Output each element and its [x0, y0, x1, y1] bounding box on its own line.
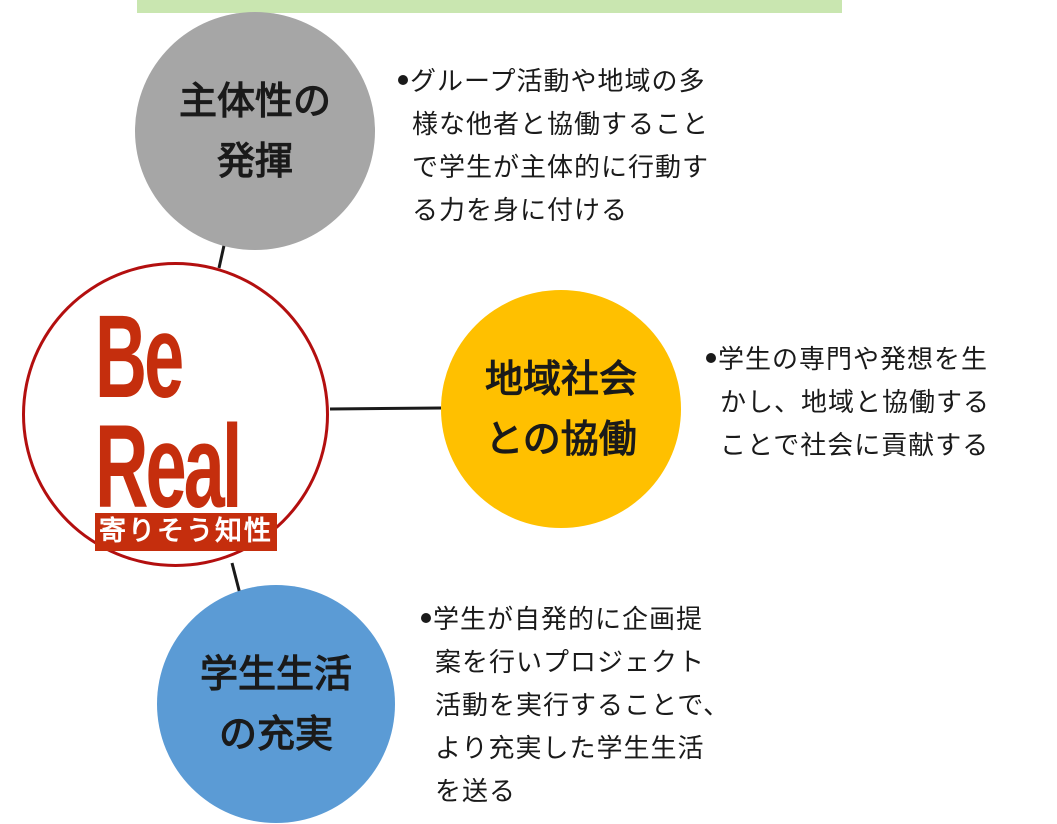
node-community-title-line2: との協働 [485, 417, 637, 461]
connector-community [329, 406, 442, 411]
bullet-icon [398, 74, 408, 85]
description-line: を送る [435, 777, 517, 807]
description-line: で学生が主体的に行動す [412, 153, 710, 183]
top-accent-bar [137, 0, 842, 13]
description-line: 学生の専門や発想を生 [718, 345, 989, 375]
description-line: る力を身に付ける [412, 196, 629, 226]
node-student-life-title-line1: 学生生活 [199, 652, 352, 696]
description-line: より充実した学生生活 [435, 734, 705, 764]
node-initiative-title-line1: 主体性の [178, 79, 331, 123]
node-community-description: 学生の専門や発想を生 かし、地域と協働する ことで社会に貢献する [706, 339, 990, 468]
node-community-title-line1: 地域社会 [484, 357, 637, 401]
node-initiative-title-line2: 発揮 [216, 139, 293, 183]
description-line: グループ活動や地域の多 [410, 67, 706, 97]
logo-real-text: Real [95, 400, 242, 534]
description-line: 学生が自発的に企画提 [433, 605, 704, 635]
connector-student-life [230, 562, 242, 595]
description-line: かし、地域と協働する [720, 388, 991, 418]
bullet-icon [706, 352, 716, 363]
node-community-circle: 地域社会 との協働 [441, 290, 681, 528]
node-initiative-circle: 主体性の 発揮 [135, 12, 375, 250]
description-line: ことで社会に貢献する [720, 431, 990, 461]
logo-tagline: 寄りそう知性 [95, 513, 277, 551]
logo-be-text: Be [95, 290, 184, 424]
node-student-life-title-line2: の充実 [218, 712, 333, 756]
bullet-icon [421, 612, 431, 623]
description-line: 活動を実行することで、 [435, 691, 731, 721]
node-student-life-description: 学生が自発的に企画提 案を行いプロジェクト 活動を実行することで、 より充実した… [421, 599, 730, 814]
node-initiative-description: グループ活動や地域の多 様な他者と協働すること で学生が主体的に行動す る力を身… [398, 61, 709, 233]
node-student-life-circle: 学生生活 の充実 [157, 585, 395, 823]
description-line: 様な他者と協働すること [412, 110, 710, 140]
description-line: 案を行いプロジェクト [435, 648, 706, 678]
